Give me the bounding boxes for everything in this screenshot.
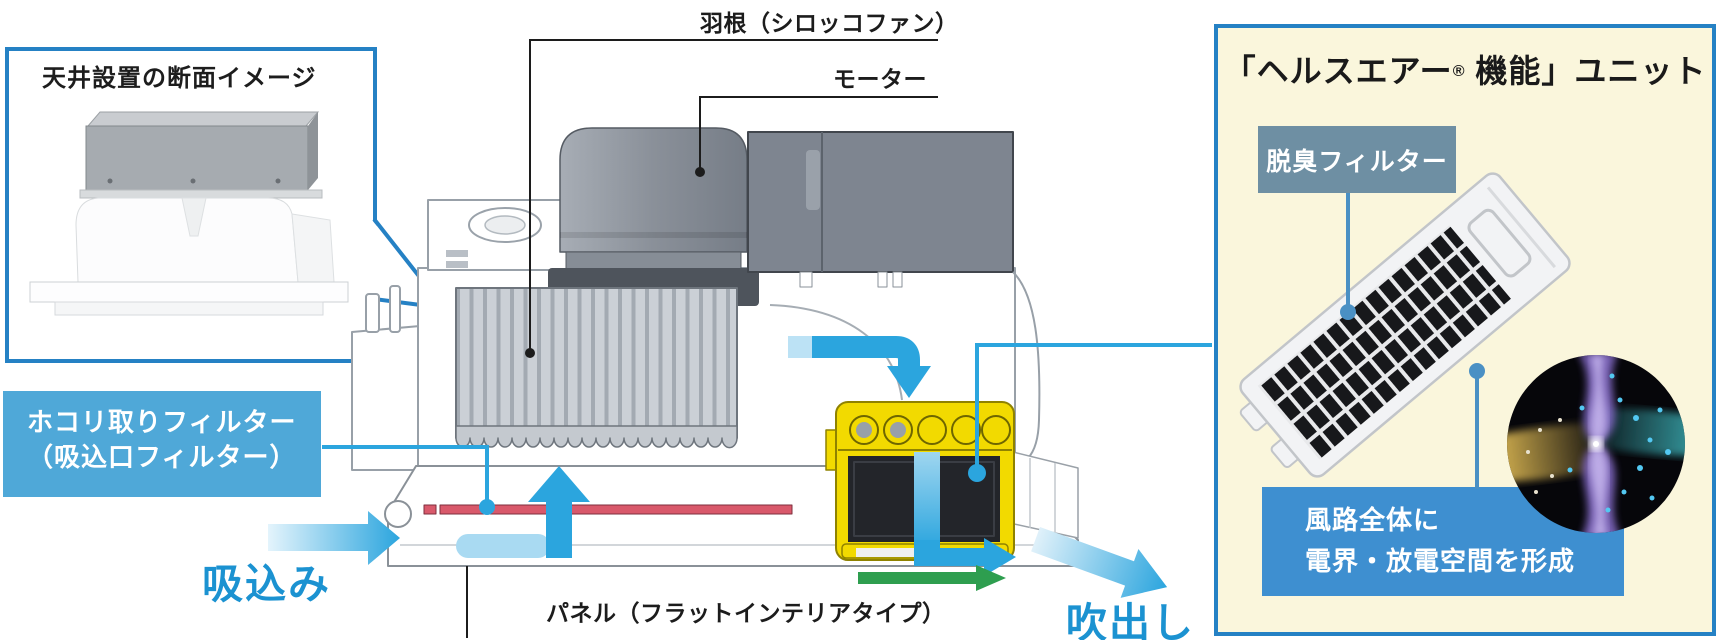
outlet-arrow-icon xyxy=(1031,527,1168,598)
dust-filter-label-line1: ホコリ取りフィルター xyxy=(27,407,297,437)
motor-leader xyxy=(699,96,938,172)
deodorizing-unit-leader xyxy=(975,343,1212,468)
fan-blade-label: 羽根（シロッコファン） xyxy=(700,10,959,36)
registered-mark: ® xyxy=(1452,63,1466,80)
deodorizing-filter-label: 脱臭フィルター xyxy=(1258,126,1456,193)
dust-filter-label-line2: （吸込口フィルター） xyxy=(27,442,297,472)
photo-housing-side xyxy=(308,112,318,190)
airflow-arrows xyxy=(268,336,1168,598)
outlet-label: 吹出し xyxy=(1066,600,1195,640)
photo-body xyxy=(75,197,299,283)
plasma-discharge-image xyxy=(1507,355,1685,533)
description-line2: 電界・放電空間を形成 xyxy=(1305,546,1576,576)
down-flow-arrow-icon xyxy=(788,336,931,398)
up-flow-arrow-icon xyxy=(456,466,590,558)
title-prefix: 「ヘルスエアー xyxy=(1223,53,1453,89)
electrical-box xyxy=(747,131,1014,288)
fan-unit-drawing xyxy=(351,127,1079,567)
title-suffix: 機能」ユニット xyxy=(1465,53,1707,89)
photo-panel-lip xyxy=(54,301,324,316)
dust-filter-leader xyxy=(322,445,489,502)
intake-arrow-icon xyxy=(268,511,400,565)
fan-blade-leader xyxy=(529,39,938,353)
photo-screws xyxy=(107,178,281,184)
ceiling-unit-photo xyxy=(29,111,349,316)
unit-flow-arrow-icon xyxy=(914,452,1016,576)
intake-label: 吸込み xyxy=(202,561,331,607)
health-air-panel-title: 「ヘルスエアー® 機能」ユニット xyxy=(1214,46,1716,92)
green-flow-arrow-icon xyxy=(858,565,1006,591)
particle-dots xyxy=(1526,418,1562,494)
dust-filter-strip xyxy=(423,504,793,515)
ion-dots xyxy=(1567,373,1671,513)
motor-label: モーター xyxy=(833,66,927,92)
description-line1: 風路全体に xyxy=(1305,505,1441,535)
sirocco-fan xyxy=(455,287,738,449)
photo-body-notch xyxy=(181,197,207,237)
panel-label: パネル（フラットインテリアタイプ） xyxy=(546,600,946,626)
dust-filter-label-box: ホコリ取りフィルター （吸込口フィルター） xyxy=(3,391,321,497)
deodorizing-filter-photo xyxy=(1239,172,1571,478)
leader-lines xyxy=(322,39,1212,638)
panel-leader-lines xyxy=(1340,193,1485,489)
ceiling-callout-title: 天井設置の断面イメージ xyxy=(42,65,317,92)
